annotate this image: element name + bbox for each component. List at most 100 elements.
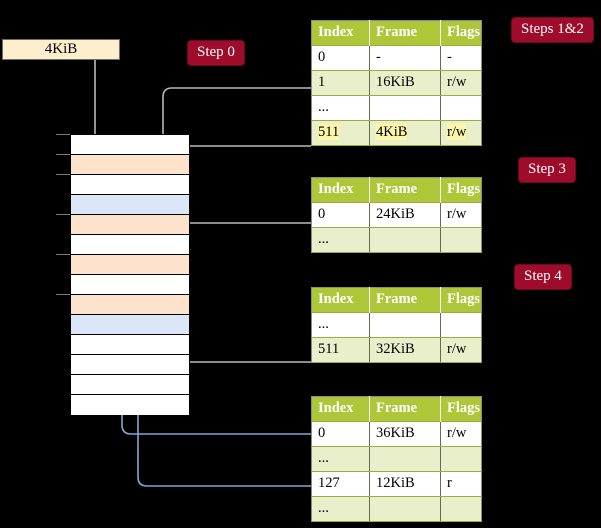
table-row: 0 - - xyxy=(311,45,482,71)
cell-index: 0 xyxy=(311,45,370,71)
source-frame-box: 4KiB xyxy=(2,39,120,60)
cell-flags: - xyxy=(440,45,482,71)
memory-row xyxy=(71,135,189,155)
badge-steps-1-2: Steps 1&2 xyxy=(512,18,593,42)
memory-row xyxy=(71,195,189,215)
table-row: ... xyxy=(311,312,482,338)
table-row: ... xyxy=(311,446,482,472)
table-row: ... xyxy=(311,227,482,253)
badge-step-4: Step 4 xyxy=(515,265,571,289)
cell-flags: r/w xyxy=(440,70,482,96)
memory-row xyxy=(71,275,189,295)
column-header-frame: Frame xyxy=(369,287,441,313)
wire-pml4-entry511 xyxy=(173,145,311,159)
page-table-level-3: Index Frame Flags ... 511 32KiB r/w xyxy=(311,287,482,363)
cell-flags xyxy=(440,496,482,522)
cell-frame-text: 4KiB xyxy=(376,124,408,140)
cell-index: 511 xyxy=(311,120,370,146)
page-table-level-2: Index Frame Flags 0 24KiB r/w ... xyxy=(311,177,482,253)
table-header-row: Index Frame Flags xyxy=(311,287,482,313)
cell-flags-text: r/w xyxy=(447,124,467,140)
table-header-row: Index Frame Flags xyxy=(311,396,482,422)
cell-frame: - xyxy=(369,45,441,71)
cell-index: 511 xyxy=(311,337,370,363)
memory-row xyxy=(71,375,189,395)
badge-step-0: Step 0 xyxy=(188,41,244,65)
table-row: 511 32KiB r/w xyxy=(311,337,482,363)
cell-flags xyxy=(440,95,482,121)
table-row: ... xyxy=(311,95,482,121)
cell-frame: 36KiB xyxy=(369,421,441,447)
cell-flags: r/w xyxy=(440,120,482,146)
column-header-index: Index xyxy=(311,177,370,203)
cell-frame xyxy=(369,446,441,472)
column-header-index: Index xyxy=(311,287,370,313)
column-header-frame: Frame xyxy=(369,20,441,46)
table-row: 511 4KiB r/w xyxy=(311,120,482,146)
memory-row xyxy=(71,155,189,175)
column-header-flags: Flags xyxy=(440,287,482,313)
cell-index: ... xyxy=(311,496,370,522)
grid-tick xyxy=(56,134,71,135)
table-row: 0 36KiB r/w xyxy=(311,421,482,447)
cell-frame: 4KiB xyxy=(369,120,441,146)
cell-index: 0 xyxy=(311,421,370,447)
memory-row xyxy=(71,315,189,335)
cell-index-text: 511 xyxy=(318,124,340,140)
cell-frame xyxy=(369,227,441,253)
wire-pd-entry511 xyxy=(171,300,311,363)
page-table-level-1: Index Frame Flags 0 - - 1 16KiB r/w ... xyxy=(311,20,482,146)
memory-row xyxy=(71,335,189,355)
page-table-level-4: Index Frame Flags 0 36KiB r/w ... 127 12… xyxy=(311,396,482,522)
cell-index: ... xyxy=(311,446,370,472)
table-row: 0 24KiB r/w xyxy=(311,202,482,228)
table-row: 127 12KiB r xyxy=(311,471,482,497)
table-header-row: Index Frame Flags xyxy=(311,177,482,203)
memory-row xyxy=(71,295,189,315)
cell-index: 1 xyxy=(311,70,370,96)
cell-index: 127 xyxy=(311,471,370,497)
cell-flags: r/w xyxy=(440,337,482,363)
memory-row xyxy=(71,235,189,255)
memory-row xyxy=(71,175,189,195)
memory-row xyxy=(71,395,189,415)
cell-flags: r/w xyxy=(440,421,482,447)
grid-tick xyxy=(56,174,71,175)
table-row: 1 16KiB r/w xyxy=(311,70,482,96)
table-row: ... xyxy=(311,496,482,522)
column-header-flags: Flags xyxy=(440,396,482,422)
physical-memory-grid xyxy=(70,134,190,415)
cell-frame: 32KiB xyxy=(369,337,441,363)
cell-frame: 24KiB xyxy=(369,202,441,228)
column-header-flags: Flags xyxy=(440,20,482,46)
grid-tick xyxy=(56,254,71,255)
cell-index: ... xyxy=(311,95,370,121)
column-header-flags: Flags xyxy=(440,177,482,203)
column-header-frame: Frame xyxy=(369,177,441,203)
column-header-index: Index xyxy=(311,396,370,422)
column-header-frame: Frame xyxy=(369,396,441,422)
cell-flags xyxy=(440,227,482,253)
cell-index: ... xyxy=(311,227,370,253)
cell-frame xyxy=(369,312,441,338)
cell-flags: r xyxy=(440,471,482,497)
cell-index: ... xyxy=(311,312,370,338)
memory-row xyxy=(71,255,189,275)
cell-index: 0 xyxy=(311,202,370,228)
cell-frame: 16KiB xyxy=(369,70,441,96)
cell-flags xyxy=(440,446,482,472)
cell-frame xyxy=(369,95,441,121)
grid-tick xyxy=(56,294,71,295)
grid-tick xyxy=(56,154,71,155)
wire-pdpt-entry0 xyxy=(178,222,311,262)
badge-step-3: Step 3 xyxy=(519,158,575,182)
cell-flags xyxy=(440,312,482,338)
column-header-index: Index xyxy=(311,20,370,46)
cell-frame xyxy=(369,496,441,522)
grid-tick xyxy=(56,214,71,215)
cell-frame: 12KiB xyxy=(369,471,441,497)
cell-flags: r/w xyxy=(440,202,482,228)
memory-row xyxy=(71,215,189,235)
table-header-row: Index Frame Flags xyxy=(311,20,482,46)
